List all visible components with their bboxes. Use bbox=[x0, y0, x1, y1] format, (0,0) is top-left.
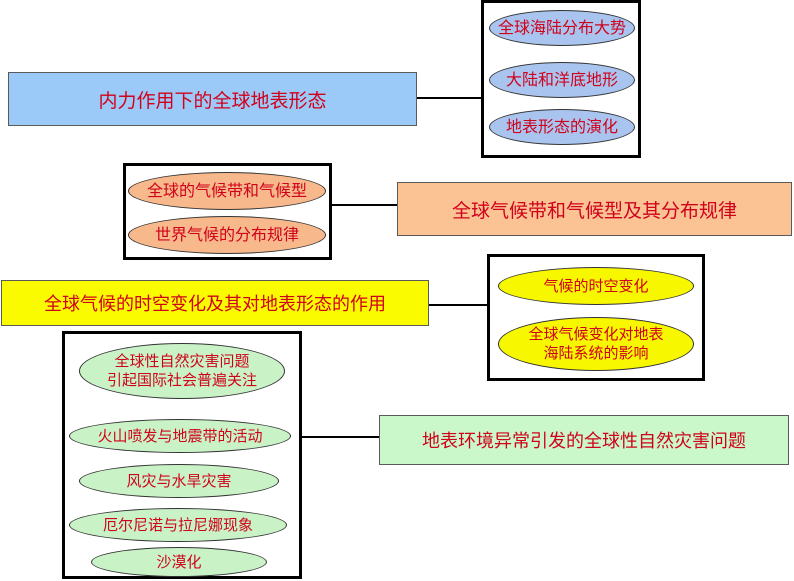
connector-topic1 bbox=[417, 97, 482, 99]
topic3-title: 全球气候的时空变化及其对地表形态的作用 bbox=[44, 294, 386, 315]
connector-topic3 bbox=[429, 304, 487, 306]
topic4-item-oval: 全球性自然灾害问题 引起国际社会普遍关注 bbox=[79, 343, 285, 399]
topic4-item-label: 风灾与水旱灾害 bbox=[126, 471, 232, 490]
topic3-item-label: 海陆系统的影响 bbox=[543, 344, 649, 362]
topic4-item-oval: 火山喷发与地震带的活动 bbox=[69, 419, 291, 453]
topic1-item-label: 全球海陆分布大势 bbox=[497, 18, 626, 37]
topic3-item-label: 全球气候变化对地表 bbox=[528, 325, 664, 344]
topic4-item-label: 火山喷发与地震带的活动 bbox=[97, 426, 263, 445]
topic2-items-frame: 全球的气候带和气候型 世界气候的分布规律 bbox=[123, 163, 332, 260]
topic4-item-oval: 风灾与水旱灾害 bbox=[79, 464, 279, 498]
topic2-title-box: 全球气候带和气候型及其分布规律 bbox=[397, 182, 792, 236]
topic2-title: 全球气候带和气候型及其分布规律 bbox=[451, 199, 737, 222]
topic1-item-oval: 全球海陆分布大势 bbox=[489, 10, 635, 46]
topic1-item-oval: 地表形态的演化 bbox=[489, 109, 635, 145]
topic3-title-box: 全球气候的时空变化及其对地表形态的作用 bbox=[1, 280, 429, 326]
topic3-items-frame: 气候的时空变化 全球气候变化对地表 海陆系统的影响 bbox=[487, 254, 705, 381]
topic2-item-oval: 世界气候的分布规律 bbox=[128, 216, 326, 254]
topic3-item-oval: 全球气候变化对地表 海陆系统的影响 bbox=[498, 317, 694, 371]
topic4-title-box: 地表环境异常引发的全球性自然灾害问题 bbox=[379, 415, 789, 465]
topic4-title: 地表环境异常引发的全球性自然灾害问题 bbox=[422, 431, 746, 452]
connector-topic4 bbox=[302, 436, 379, 438]
topic2-item-label: 世界气候的分布规律 bbox=[154, 225, 299, 244]
topic4-item-label: 引起国际社会普遍关注 bbox=[106, 371, 257, 389]
topic4-item-label: 沙漠化 bbox=[156, 552, 202, 571]
topic4-items-frame: 全球性自然灾害问题 引起国际社会普遍关注 火山喷发与地震带的活动 风灾与水旱灾害… bbox=[62, 331, 302, 579]
topic3-item-oval: 气候的时空变化 bbox=[498, 267, 694, 305]
connector-topic2 bbox=[332, 204, 397, 206]
topic4-item-oval: 厄尔尼诺与拉尼娜现象 bbox=[69, 508, 287, 542]
topic1-items-frame: 全球海陆分布大势 大陆和洋底地形 地表形态的演化 bbox=[481, 0, 641, 158]
topic4-item-label: 全球性自然灾害问题 bbox=[114, 352, 250, 371]
topic4-item-label: 厄尔尼诺与拉尼娜现象 bbox=[102, 515, 253, 534]
topic1-item-label: 地表形态的演化 bbox=[505, 117, 618, 136]
topic1-item-label: 大陆和洋底地形 bbox=[505, 70, 618, 89]
topic3-item-label: 气候的时空变化 bbox=[543, 276, 649, 295]
topic2-item-oval: 全球的气候带和气候型 bbox=[128, 172, 326, 210]
topic1-item-oval: 大陆和洋底地形 bbox=[489, 62, 635, 98]
topic1-title-box: 内力作用下的全球地表形态 bbox=[8, 72, 417, 126]
topic2-item-label: 全球的气候带和气候型 bbox=[146, 181, 307, 200]
topic1-title: 内力作用下的全球地表形态 bbox=[98, 89, 327, 112]
topic4-item-oval: 沙漠化 bbox=[91, 547, 267, 577]
